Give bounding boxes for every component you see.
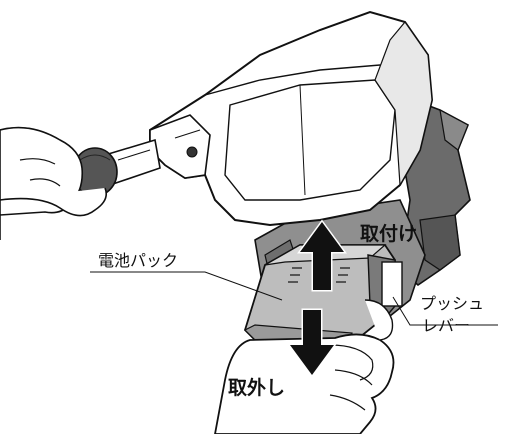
handle-shaft	[72, 138, 161, 197]
leader-lines	[90, 271, 498, 326]
push-lever	[381, 261, 403, 307]
push-lever-label-line2: レバー	[422, 316, 470, 335]
battery-pack-label: 電池パック	[98, 251, 178, 270]
push-lever-label-line1: プッシュ	[420, 294, 484, 313]
attach-arrow	[297, 219, 347, 292]
tool-body	[149, 10, 434, 227]
lower-hand	[213, 299, 395, 435]
upper-hand	[0, 126, 108, 240]
battery-vents	[288, 267, 350, 283]
attach-label: 取付け	[360, 222, 417, 245]
detach-arrow	[287, 308, 337, 378]
detach-label: 取外し	[228, 376, 285, 399]
